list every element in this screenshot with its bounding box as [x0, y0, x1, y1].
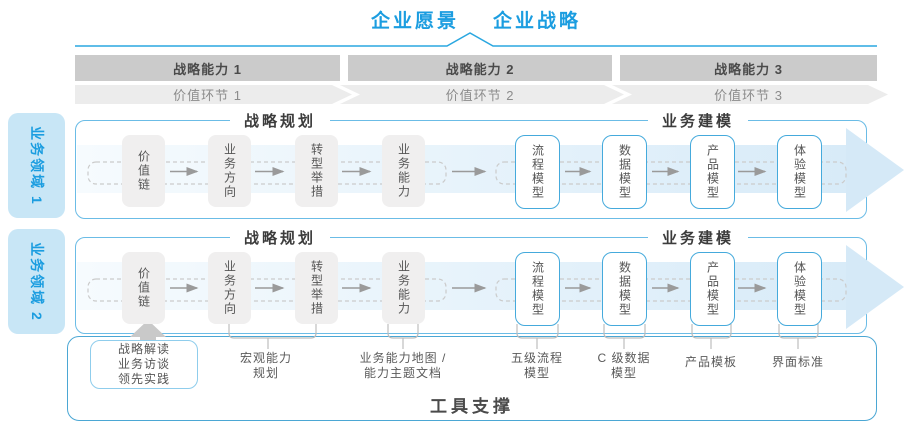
box-business-capability-2: 业务能力	[382, 252, 425, 324]
box-experience-model-2: 体验模型	[777, 252, 822, 326]
box-data-model-1: 数据模型	[602, 135, 647, 209]
box-process-model-2: 流程模型	[515, 252, 560, 326]
domain-tab-2: 业务领域 2	[8, 229, 65, 334]
note-data-levels: C 级数据 模型	[597, 351, 651, 380]
tool-support-label: 工具支撑	[430, 397, 514, 416]
box-process-model-1: 流程模型	[515, 135, 560, 209]
box-business-capability-1: 业务能力	[382, 135, 425, 207]
value-link-label-3: 价值环节 3	[714, 88, 783, 103]
box-business-direction-1: 业务方向	[208, 135, 251, 207]
box-product-model-2: 产品模型	[690, 252, 735, 326]
domain-1-panel	[75, 120, 867, 219]
value-link-label-1: 价值环节 1	[173, 88, 242, 103]
note-process-levels: 五级流程 模型	[510, 351, 564, 380]
tool-support-container	[67, 336, 877, 421]
capability-bar-1: 战略能力 1	[75, 55, 340, 81]
domain-tab-1: 业务领域 1	[8, 113, 65, 218]
domain-tab-2-label: 业务领域 2	[28, 241, 45, 322]
box-value-chain-1: 价值链	[122, 135, 165, 207]
box-transformation-2: 转型举措	[295, 252, 338, 324]
box-value-chain-2: 价值链	[122, 252, 165, 324]
note-capability-map: 业务能力地图 / 能力主题文档	[359, 351, 447, 380]
section-header-planning-2: 战略规划	[230, 228, 330, 247]
note-product-template: 产品模板	[684, 355, 738, 369]
capability-bar-2: 战略能力 2	[348, 55, 612, 81]
practice-annotation-box: 战略解读 业务访谈 领先实践	[90, 340, 198, 389]
domain-tab-1-label: 业务领域 1	[28, 125, 45, 206]
box-business-direction-2: 业务方向	[208, 252, 251, 324]
vision-pointer-line	[75, 32, 877, 47]
box-experience-model-1: 体验模型	[777, 135, 822, 209]
value-link-label-2: 价值环节 2	[445, 88, 515, 103]
box-transformation-1: 转型举措	[295, 135, 338, 207]
box-data-model-2: 数据模型	[602, 252, 647, 326]
section-header-modeling-1: 业务建模	[648, 111, 748, 130]
note-ui-standard: 界面标准	[771, 355, 825, 369]
box-product-model-1: 产品模型	[690, 135, 735, 209]
note-macro-capability: 宏观能力 规划	[239, 351, 293, 380]
section-header-planning-1: 战略规划	[230, 111, 330, 130]
vision-title: 企业愿景	[370, 11, 459, 32]
diagram-header: 企业愿景 企业战略	[75, 6, 877, 33]
section-header-modeling-2: 业务建模	[648, 228, 748, 247]
domain-2-panel	[75, 237, 867, 334]
capability-bar-3: 战略能力 3	[620, 55, 877, 81]
strategy-title: 企业战略	[493, 11, 582, 32]
